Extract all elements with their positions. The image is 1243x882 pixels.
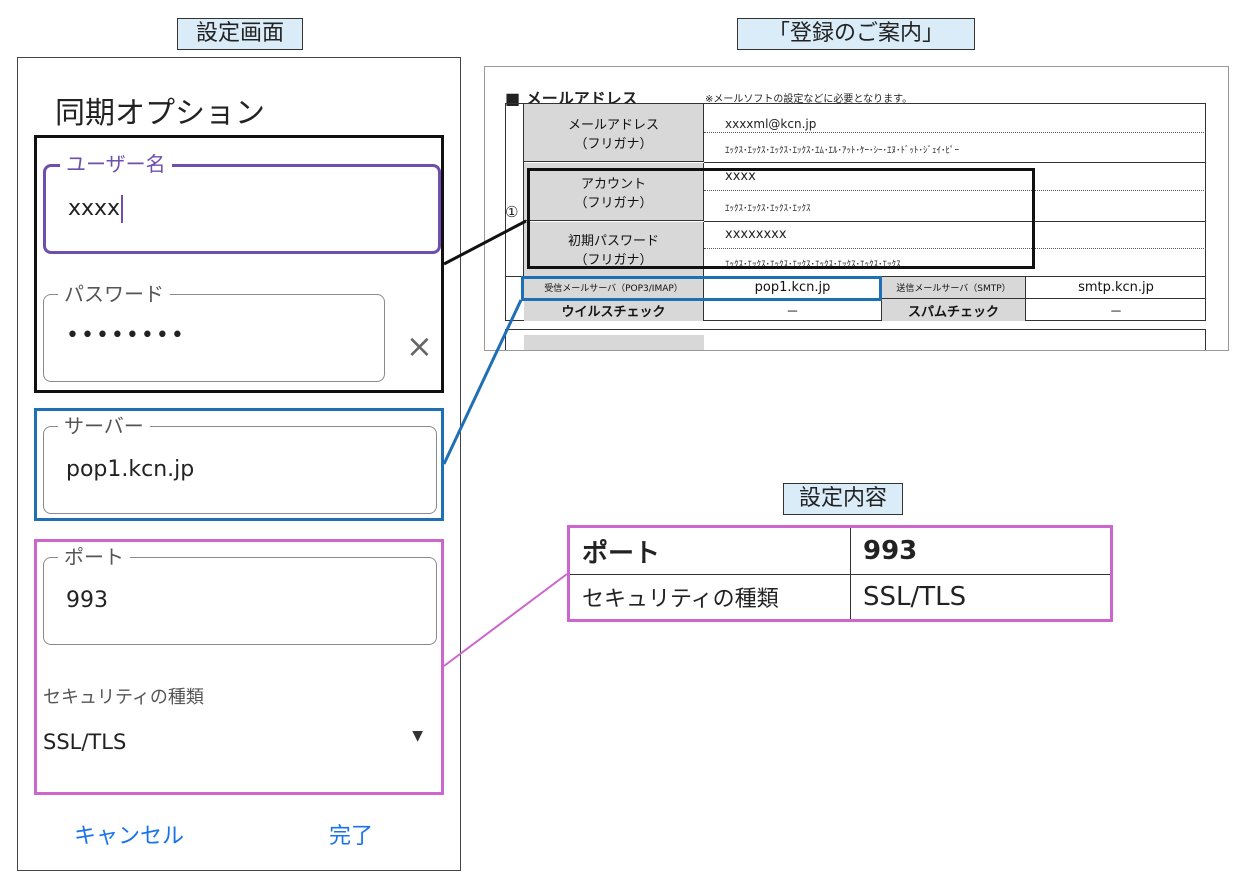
security-type-label: セキュリティの種類 — [43, 687, 204, 708]
security-type-select[interactable]: SSL/TLS ▼ — [43, 726, 435, 766]
doc-account-highlight-frame — [527, 168, 1035, 269]
password-label-doc: 初期パスワード — [567, 234, 659, 249]
server-field[interactable]: サーバー pop1.kcn.jp — [43, 415, 437, 514]
divider — [704, 162, 1206, 163]
email-label: メールアドレス — [567, 117, 659, 133]
settings-content-label: 設定内容 — [783, 483, 903, 515]
account-label-cell: アカウント （フリガナ） — [524, 163, 704, 221]
doc-table — [505, 103, 1206, 321]
next-table-stub-cell — [524, 335, 704, 350]
doc-note: ※メールソフトの設定などに必要となります。 — [705, 94, 913, 105]
summary-security-value: SSL/TLS — [863, 582, 967, 612]
server-value: pop1.kcn.jp — [66, 457, 195, 482]
server-label: サーバー — [58, 415, 150, 437]
settings-screen-label: 設定画面 — [177, 18, 303, 50]
server-highlight-frame — [34, 408, 444, 521]
security-type-value: SSL/TLS — [43, 730, 127, 754]
spam-check-label: スパムチェック — [882, 299, 1026, 321]
account-highlight-frame — [34, 135, 444, 393]
email-sub: （フリガナ） — [574, 136, 653, 152]
port-field[interactable]: ポート 993 — [43, 546, 437, 645]
clear-icon[interactable]: × — [406, 327, 433, 365]
username-value: xxxx — [68, 195, 124, 223]
virus-check-label: ウイルスチェック — [524, 299, 704, 321]
port-security-highlight-frame — [34, 539, 444, 795]
email-label-cell: メールアドレス （フリガナ） — [524, 104, 704, 162]
divider — [704, 221, 1206, 222]
password-value-doc: xxxxxxxx — [725, 227, 787, 242]
account-kana: ｴｯｸｽ･ｴｯｸｽ･ｴｯｸｽ･ｴｯｸｽ — [725, 204, 811, 214]
email-value: xxxxml@kcn.jp — [725, 117, 817, 131]
account-sub: （フリガナ） — [574, 195, 653, 211]
password-sub: （フリガナ） — [574, 253, 653, 268]
done-button[interactable]: 完了 — [329, 824, 374, 849]
port-label: ポート — [58, 546, 130, 568]
divider — [704, 190, 1206, 191]
registration-guide-doc: ■ メールアドレス ※メールソフトの設定などに必要となります。 ① メールアドレ… — [484, 66, 1229, 351]
text-cursor — [121, 195, 124, 223]
username-field[interactable]: ユーザー名 xxxx — [43, 153, 441, 254]
account-value: xxxx — [725, 169, 756, 184]
circle-number: ① — [505, 203, 519, 221]
dialog-title: 同期オプション — [55, 96, 265, 131]
username-label: ユーザー名 — [60, 153, 172, 175]
summary-security-key: セキュリティの種類 — [570, 575, 851, 619]
divider — [523, 103, 524, 276]
virus-check-value: － — [704, 299, 882, 321]
port-value: 993 — [66, 588, 108, 613]
password-value: •••••••• — [66, 323, 186, 348]
email-kana: ｴｯｸｽ･ｴｯｸｽ･ｴｯｸｽ･ｴｯｸｽ･ｴﾑ･ｴﾙ･ｱｯﾄ･ｹｰ･ｼｰ･ｴﾇ･ﾄ… — [725, 146, 960, 156]
password-kana: ｴｯｸｽ･ｴｯｸｽ･ｴｯｸｽ･ｴｯｸｽ･ｴｯｸｽ･ｴｯｸｽ･ｴｯｸｽ･ｴｯｸｽ — [725, 260, 901, 270]
summary-port-key: ポート — [570, 528, 851, 575]
spam-check-value: － — [1109, 304, 1123, 320]
settings-summary-table: ポート 993 セキュリティの種類 SSL/TLS — [567, 525, 1113, 622]
divider — [704, 248, 1206, 249]
outgoing-server-value: smtp.kcn.jp — [1026, 277, 1206, 299]
password-label: パスワード — [58, 283, 170, 305]
chevron-down-icon: ▼ — [412, 728, 423, 744]
password-field[interactable]: パスワード •••••••• — [43, 283, 385, 382]
divider — [704, 132, 1206, 133]
sync-options-dialog: 同期オプション ユーザー名 xxxx パスワード •••••••• × サーバー… — [17, 57, 461, 871]
cancel-button[interactable]: キャンセル — [74, 824, 185, 849]
registration-guide-label: 「登録のご案内」 — [737, 18, 975, 50]
pink-connector-line — [443, 573, 568, 667]
outgoing-server-label: 送信メールサーバ（SMTP） — [882, 277, 1026, 299]
summary-port-value: 993 — [851, 528, 1110, 575]
doc-server-highlight-frame — [521, 276, 882, 301]
account-label: アカウント — [580, 176, 646, 192]
